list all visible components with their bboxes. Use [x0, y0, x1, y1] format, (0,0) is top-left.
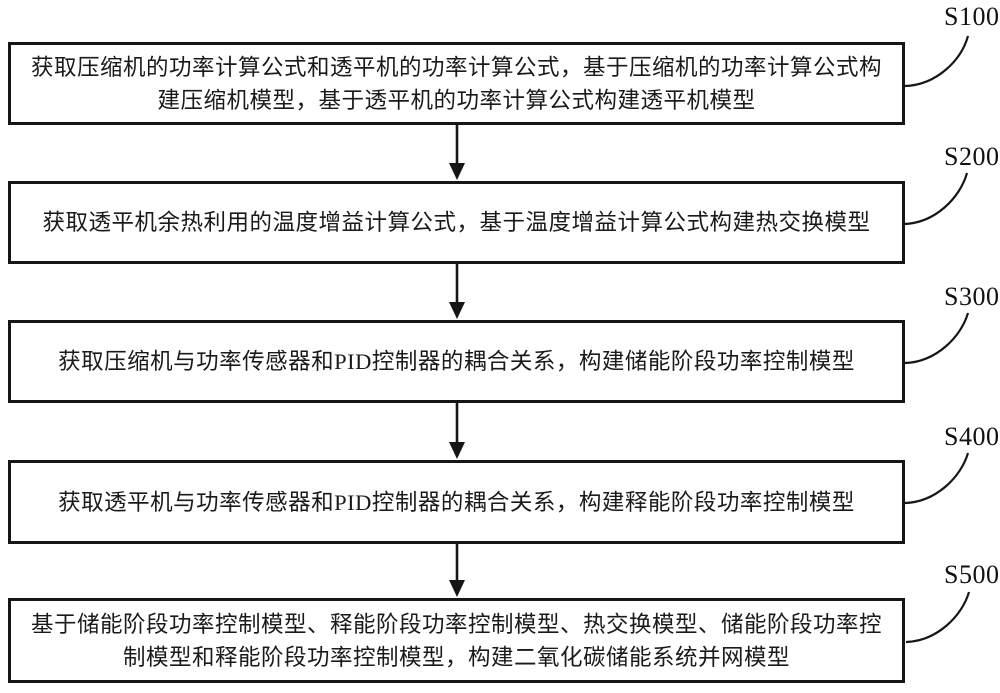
step-box-s100: 获取压缩机的功率计算公式和透平机的功率计算公式，基于压缩机的功率计算公式构建压缩… — [8, 42, 905, 125]
step-text-s300: 获取压缩机与功率传感器和PID控制器的耦合关系，构建储能阶段功率控制模型 — [58, 349, 855, 374]
step-text-s500: 基于储能阶段功率控制模型、释能阶段功率控制模型、热交换模型、储能阶段功率控制模型… — [30, 611, 882, 670]
step-label-s300: S300 — [944, 282, 1000, 311]
arrow-down-icon — [449, 302, 465, 319]
flow-arrow-3 — [449, 403, 465, 459]
flow-arrow-4 — [449, 544, 465, 597]
step-text-s100: 获取压缩机的功率计算公式和透平机的功率计算公式，基于压缩机的功率计算公式构建压缩… — [30, 54, 882, 113]
label-curve-s200 — [903, 172, 969, 226]
step-label-s200: S200 — [944, 142, 1000, 171]
step-text-s200: 获取透平机余热利用的温度增益计算公式，基于温度增益计算公式构建热交换模型 — [42, 210, 871, 235]
arrow-down-icon — [449, 163, 465, 180]
step-label-s100: S100 — [944, 2, 1000, 31]
label-curve-s400 — [904, 452, 970, 505]
step-box-s200: 获取透平机余热利用的温度增益计算公式，基于温度增益计算公式构建热交换模型 — [8, 181, 905, 264]
flow-arrow-1 — [449, 125, 465, 180]
arrow-down-icon — [449, 580, 465, 597]
label-curve-s500 — [905, 591, 971, 644]
label-curve-s100 — [904, 35, 970, 88]
step-box-s300: 获取压缩机与功率传感器和PID控制器的耦合关系，构建储能阶段功率控制模型 — [8, 320, 905, 403]
step-box-s400: 获取透平机与功率传感器和PID控制器的耦合关系，构建释能阶段功率控制模型 — [8, 460, 905, 544]
step-box-s500: 基于储能阶段功率控制模型、释能阶段功率控制模型、热交换模型、储能阶段功率控制模型… — [8, 598, 905, 683]
arrow-down-icon — [449, 442, 465, 459]
label-curve-s300 — [904, 312, 970, 365]
step-label-s500: S500 — [944, 560, 1000, 589]
flow-arrow-2 — [449, 264, 465, 319]
step-label-s400: S400 — [944, 422, 1000, 451]
step-text-s400: 获取透平机与功率传感器和PID控制器的耦合关系，构建释能阶段功率控制模型 — [58, 489, 855, 515]
